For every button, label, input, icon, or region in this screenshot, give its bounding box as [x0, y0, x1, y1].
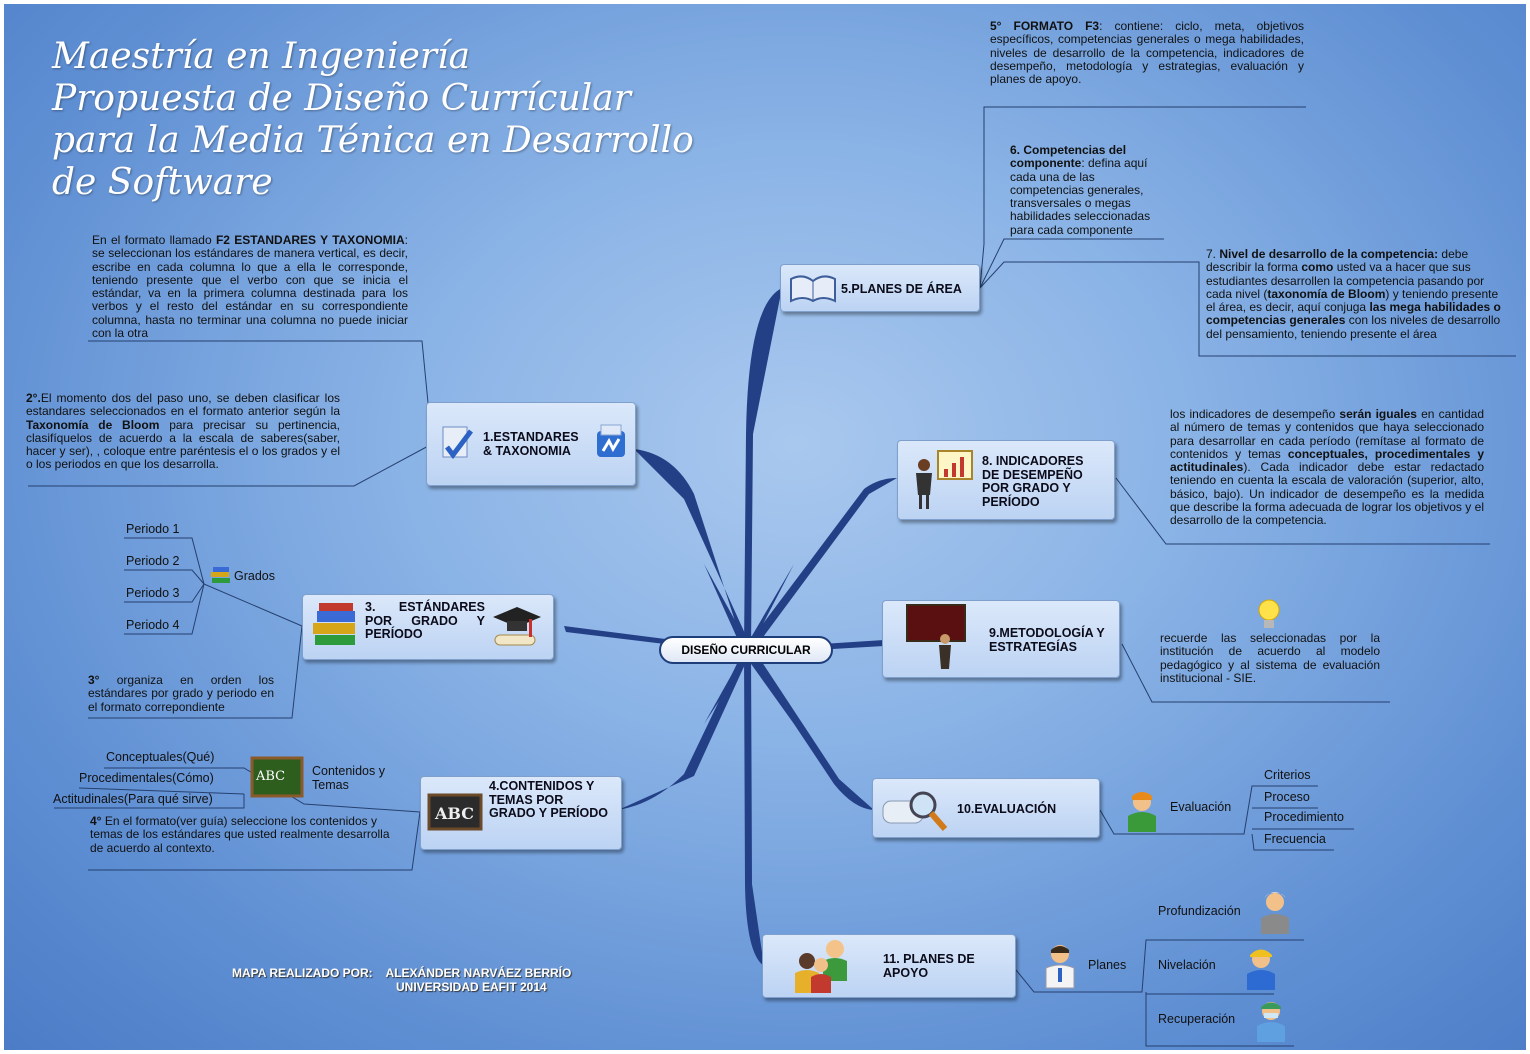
worker-icon [1128, 792, 1156, 832]
svg-text:ABC: ABC [434, 804, 474, 823]
node-indicadores-desempeno[interactable]: 8. INDICADORES DE DESEMPEÑO POR GRADO Y … [897, 440, 1115, 520]
stacked-books-icon [211, 567, 230, 583]
graduation-cap-icon [493, 607, 541, 646]
proceso-leaf[interactable]: Proceso [1264, 790, 1310, 804]
checklist-icon [442, 426, 473, 460]
author-credit: MAPA REALIZADO POR: ALEXÁNDER NARVÁEZ BE… [232, 966, 571, 994]
svg-text:ABC: ABC [255, 769, 285, 784]
note-paso-4: 4° En el formato(ver guía) seleccione lo… [90, 814, 390, 855]
periodo-1-leaf[interactable]: Periodo 1 [126, 522, 180, 536]
node-label: 3. ESTÁNDARES POR GRADO Y PERÍODO [365, 600, 485, 641]
teacher-blackboard-icon [906, 604, 966, 669]
note-paso-2: 2°.El momento dos del paso uno, se deben… [26, 391, 340, 472]
node-metodologia-estrategias[interactable]: 9.METODOLOGÍA Y ESTRATEGÍAS [882, 600, 1120, 678]
chalkboard-abc-icon: ABC [427, 793, 483, 831]
node-contenidos-temas[interactable]: ABC 4.CONTENIDOS Y TEMAS POR GRADO Y PER… [420, 776, 622, 850]
construction-worker-icon [1247, 949, 1275, 990]
periodo-3-leaf[interactable]: Periodo 3 [126, 586, 180, 600]
note-competencias-componente: 6. Competencias del componente: defina a… [1010, 143, 1151, 237]
periodo-4-leaf[interactable]: Periodo 4 [126, 618, 180, 632]
recuperacion-leaf[interactable]: Recuperación [1158, 1012, 1236, 1026]
procedimiento-leaf[interactable]: Procedimiento [1264, 810, 1344, 824]
note-indicadores: los indicadores de desempeño serán igual… [1170, 407, 1484, 528]
periodo-2-leaf[interactable]: Periodo 2 [126, 554, 180, 568]
planes-label: Planes [1088, 958, 1127, 972]
profundizacion-leaf[interactable]: Profundización [1158, 904, 1241, 918]
grados-label: Grados [234, 569, 275, 583]
credit-line-2: UNIVERSIDAD EAFIT 2014 [396, 980, 547, 994]
evaluacion-label: Evaluación [1170, 800, 1232, 814]
central-topic[interactable]: DISEÑO CURRICULAR [659, 636, 833, 664]
database-icon [597, 424, 625, 457]
lightbulb-icon [1258, 599, 1280, 628]
procedimentales-leaf[interactable]: Procedimentales(Cómo) [79, 771, 214, 785]
title-line-4: de Software [52, 162, 273, 203]
books-icon [313, 603, 355, 645]
thin-connectors [28, 106, 1516, 1047]
presenter-chart-icon [916, 450, 973, 509]
node-label: 10.EVALUACIÓN [957, 802, 1057, 816]
note-metodologia: recuerde las seleccionadas por la instit… [1160, 631, 1380, 685]
note-formato-f3: 5° FORMATO F3: contiene: ciclo, meta, ob… [990, 19, 1304, 87]
mind-map-canvas: Maestría en Ingeniería Propuesta de Dise… [4, 4, 1526, 1050]
frecuencia-leaf[interactable]: Frecuencia [1264, 832, 1326, 846]
node-label: 4.CONTENIDOS Y TEMAS POR GRADO Y PERÍODO [489, 779, 609, 820]
node-label: 1.ESTANDARES & TAXONOMIA [483, 430, 579, 458]
doctor-icon [1045, 945, 1075, 989]
abc-chalkboard-icon: ABC [250, 756, 304, 798]
central-star-branches [564, 288, 897, 966]
title-line-2: Propuesta de Diseño Currícular [52, 78, 631, 119]
magnifier-scroll-icon [882, 791, 948, 831]
note-f2-estandares: En el formato llamado F2 ESTANDARES Y TA… [92, 233, 408, 341]
title-line-1: Maestría en Ingeniería [52, 36, 471, 77]
note-nivel-desarrollo: 7. Nivel de desarrollo de la competencia… [1206, 247, 1501, 341]
map-title: Maestría en Ingeniería Propuesta de Dise… [52, 36, 694, 204]
nivelacion-leaf[interactable]: Nivelación [1158, 958, 1216, 972]
title-line-3: para la Media Ténica en Desarrollo [52, 120, 694, 161]
node-estandares-grado-periodo[interactable]: 3. ESTÁNDARES POR GRADO Y PERÍODO [302, 594, 554, 660]
criterios-leaf[interactable]: Criterios [1264, 768, 1311, 782]
node-evaluacion[interactable]: 10.EVALUACIÓN [872, 778, 1100, 838]
node-planes-de-area[interactable]: 5.PLANES DE ÁREA [780, 264, 980, 312]
node-label: 8. INDICADORES DE DESEMPEÑO POR GRADO Y … [982, 454, 1084, 509]
contenidos-temas-label: Contenidos y Temas [312, 764, 385, 792]
people-group-icon [795, 940, 847, 993]
surgeon-icon [1257, 1002, 1285, 1042]
node-label: 9.METODOLOGÍA Y ESTRATEGÍAS [989, 626, 1105, 654]
conceptuales-leaf[interactable]: Conceptuales(Qué) [106, 750, 215, 764]
actitudinales-leaf[interactable]: Actitudinales(Para qué sirve) [53, 792, 213, 806]
open-book-icon [790, 275, 836, 303]
credit-line-1: MAPA REALIZADO POR: ALEXÁNDER NARVÁEZ BE… [232, 966, 572, 980]
node-planes-de-apoyo[interactable]: 11. PLANES DE APOYO [762, 934, 1016, 998]
node-estandares-taxonomia[interactable]: 1.ESTANDARES & TAXONOMIA [426, 402, 636, 486]
scientist-icon [1261, 892, 1289, 934]
note-paso-3: 3° organiza en orden los estándares por … [88, 673, 274, 714]
node-label: 5.PLANES DE ÁREA [841, 282, 962, 296]
node-label: 11. PLANES DE APOYO [883, 952, 975, 980]
